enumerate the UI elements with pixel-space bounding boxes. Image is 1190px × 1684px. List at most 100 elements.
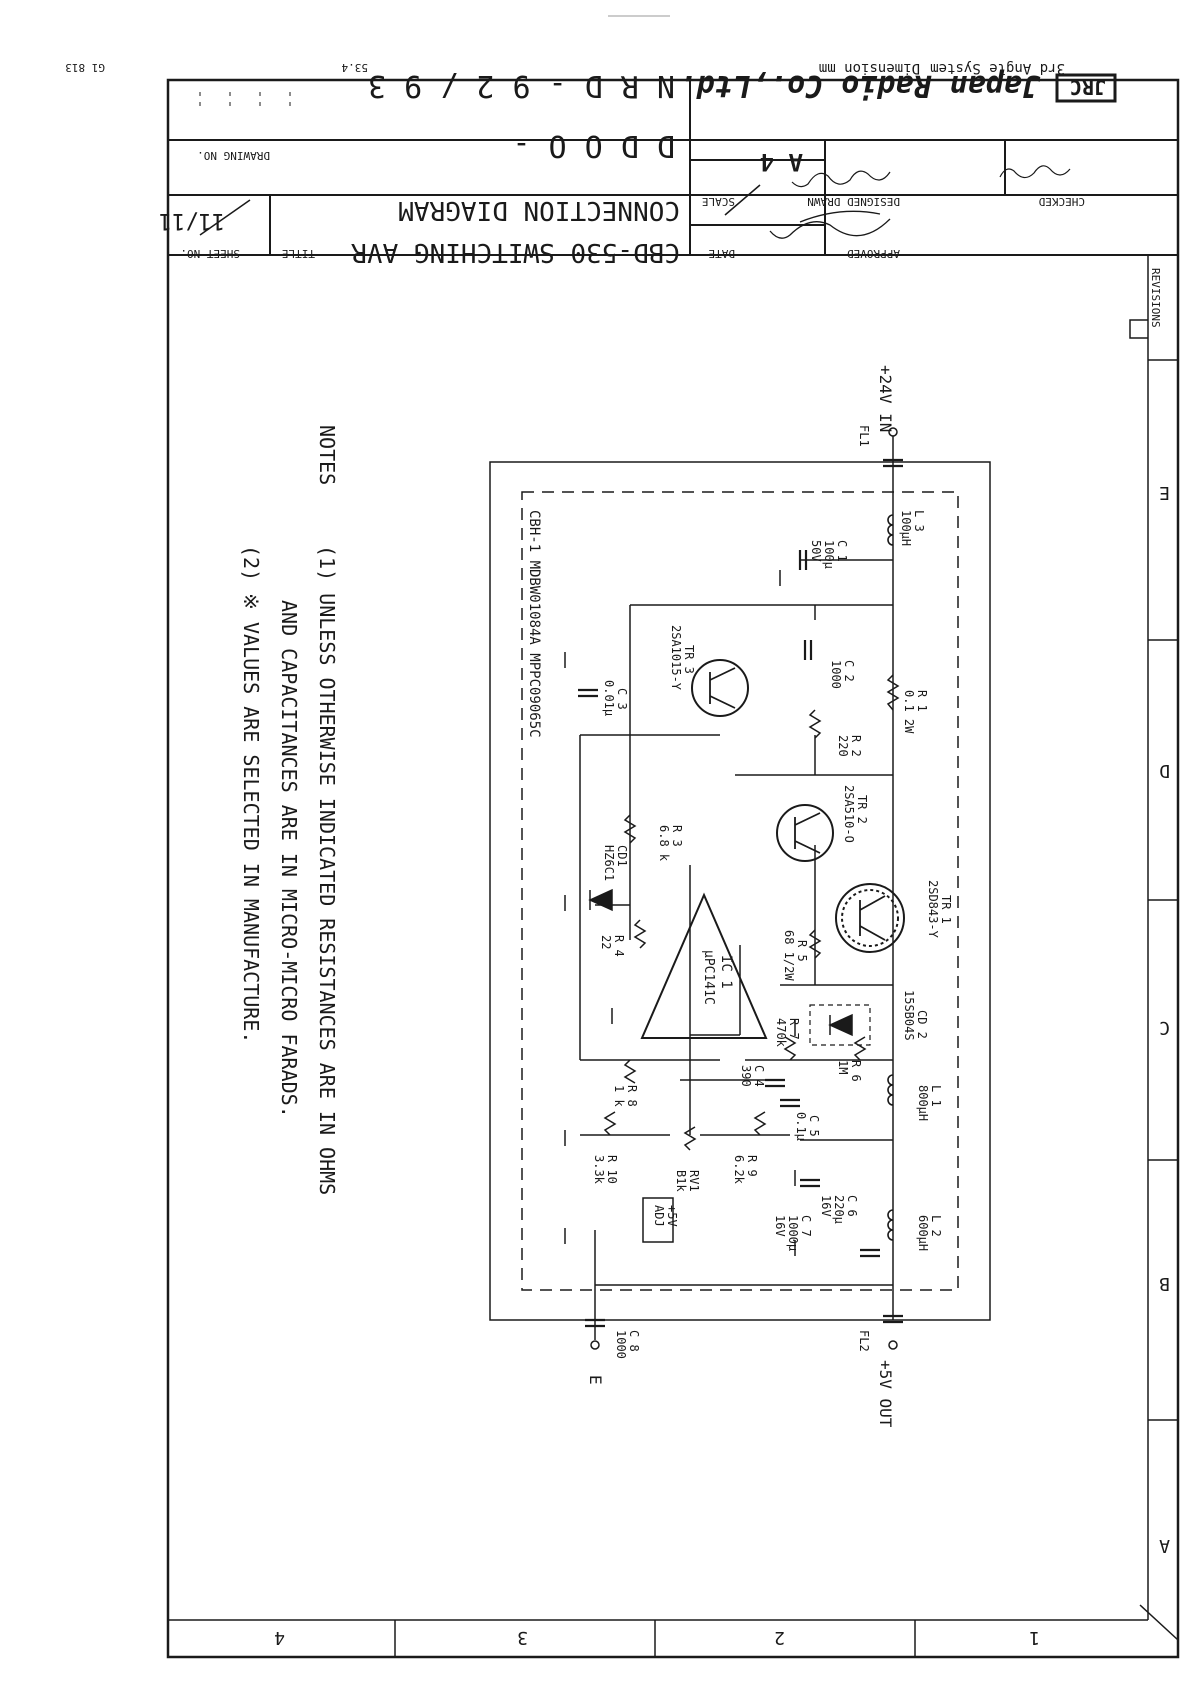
output-label: +5V OUT (876, 1360, 895, 1428)
designed-label: DESIGNED DRAWN (807, 195, 900, 208)
r6-value: 1M (836, 1060, 850, 1074)
l1-name: L 1 (929, 1085, 943, 1107)
capacitors (578, 458, 903, 1328)
drawing-no-label: DRAWING NO. (197, 149, 270, 162)
c1-value: 100μ (822, 540, 836, 569)
l3-name: L 3 (912, 510, 926, 532)
r8-name: R 8 (625, 1085, 639, 1107)
title-block (168, 80, 1178, 256)
drawing-frame (166, 78, 1180, 1659)
c4-name: C 4 (752, 1065, 766, 1087)
sheet-no-label: SHEET NO. (180, 247, 240, 260)
c6-name: C 6 (845, 1195, 859, 1217)
rv1-value: B1k (674, 1170, 688, 1192)
approved-label: APPROVED (847, 247, 900, 260)
adj-line1: +5V (665, 1205, 679, 1227)
signature-approved (769, 210, 891, 239)
c2-name: C 2 (842, 660, 856, 682)
diodes (588, 888, 853, 1037)
revisions-text: REVISIONS (1149, 268, 1162, 328)
r4-value: 22 (599, 935, 613, 949)
cd2-selected-box (809, 1004, 871, 1046)
c7-voltage: 16V (773, 1215, 787, 1237)
tr2-name: TR 2 (855, 795, 869, 824)
c8-name: C 8 (627, 1330, 641, 1352)
grid-row-c: C (1159, 1017, 1170, 1038)
tr3-value: 2SA1015-Y (669, 625, 683, 691)
note1-line1: (1) UNLESS OTHERWISE INDICATED RESISTANC… (315, 545, 339, 1195)
inductors (887, 514, 894, 1241)
r6-name: R 6 (849, 1060, 863, 1082)
r4-symbol (633, 919, 647, 949)
r5-value: 68 1/2W (782, 930, 796, 981)
grid-row-d: D (1159, 760, 1170, 781)
tr1-value: 2SD843-Y (926, 880, 940, 939)
tr2-value: 2SA510-O (842, 785, 856, 843)
c1-voltage: 50V (809, 540, 823, 562)
transistors (691, 659, 905, 953)
dimension-label: Dimension mm (819, 60, 920, 76)
output-terminal (888, 1340, 898, 1350)
drawing-no-line1: N R D - 9 2 / 9 3 (368, 68, 675, 103)
grid-col-1: 1 (1029, 1627, 1040, 1648)
c6-value: 220μ (832, 1195, 846, 1224)
input-label: +24V IN (876, 365, 895, 432)
grid-col-2: 2 (774, 1627, 785, 1648)
notes-heading: NOTES (315, 425, 339, 485)
cd1-name: CD1 (615, 845, 629, 867)
r3-symbol (623, 814, 637, 844)
cd2-symbol (828, 1013, 853, 1037)
r3-value: 6.8 k (657, 825, 671, 862)
cd2-name: CD 2 (915, 1010, 929, 1039)
title-line1: CBD-530 SWITCHING AVR (351, 237, 680, 267)
title-label: TITLE (282, 247, 315, 260)
ic1-value: μPC141C (701, 950, 716, 1005)
c4-value: 390 (739, 1065, 753, 1087)
ground-terminal (590, 1340, 600, 1350)
c1-name: C 1 (835, 540, 849, 562)
fl1-label: FL1 (857, 425, 871, 447)
grid-labels: E D C B A 1 2 3 4 (274, 482, 1170, 1648)
l2-value: 600μH (916, 1215, 930, 1251)
date-label: DATE (709, 247, 736, 260)
note1-line2: AND CAPACITANCES ARE IN MICRO-MICRO FARA… (277, 600, 301, 1118)
tr3-symbol (691, 659, 749, 717)
resistors (603, 674, 900, 1151)
ic1-name: IC 1 (718, 955, 734, 989)
c3-value: 0.01μ (602, 680, 616, 716)
r2-symbol (808, 709, 822, 739)
c2-value: 1000 (829, 660, 843, 689)
r1-value: 0.1 2W (902, 690, 916, 734)
r5-symbol (808, 929, 822, 959)
r5-name: R 5 (795, 940, 809, 962)
r4-name: R 4 (612, 935, 626, 957)
l2-name: L 2 (929, 1215, 943, 1237)
grid-row-b: B (1159, 1273, 1170, 1294)
tr3-name: TR 3 (682, 645, 696, 674)
l1-value: 800μH (916, 1085, 930, 1121)
rv1-symbol (683, 1126, 697, 1151)
c5-name: C 5 (807, 1115, 821, 1137)
scale-label: SCALE (702, 195, 735, 208)
title-line2: CONNECTION DIAGRAM (398, 195, 680, 225)
l3-symbol (887, 514, 894, 546)
page-number: 53.4 (341, 61, 368, 74)
jrc-badge (1055, 73, 1117, 103)
ground-label: E (586, 1375, 605, 1385)
size-label: A 4 (760, 148, 803, 176)
r10-value: 3.3k (592, 1155, 606, 1185)
drawing-no-line2: D D O O - (512, 128, 675, 163)
grid-col-3: 3 (517, 1627, 528, 1648)
r8-value: 1 k (612, 1085, 626, 1107)
r9-symbol (753, 1111, 767, 1136)
rv1-name: RV1 (687, 1170, 701, 1192)
r3-name: R 3 (670, 825, 684, 847)
r6-symbol (853, 1036, 867, 1061)
input-terminal (888, 427, 898, 437)
r10-symbol (603, 1111, 617, 1136)
cd1-symbol (588, 888, 613, 912)
c5-value: 0.1μ (794, 1112, 808, 1141)
grid-row-a: A (1159, 1535, 1170, 1556)
tr2-symbol (776, 804, 834, 862)
note2: (2) ※ VALUES ARE SELECTED IN MANUFACTURE… (239, 545, 263, 1043)
